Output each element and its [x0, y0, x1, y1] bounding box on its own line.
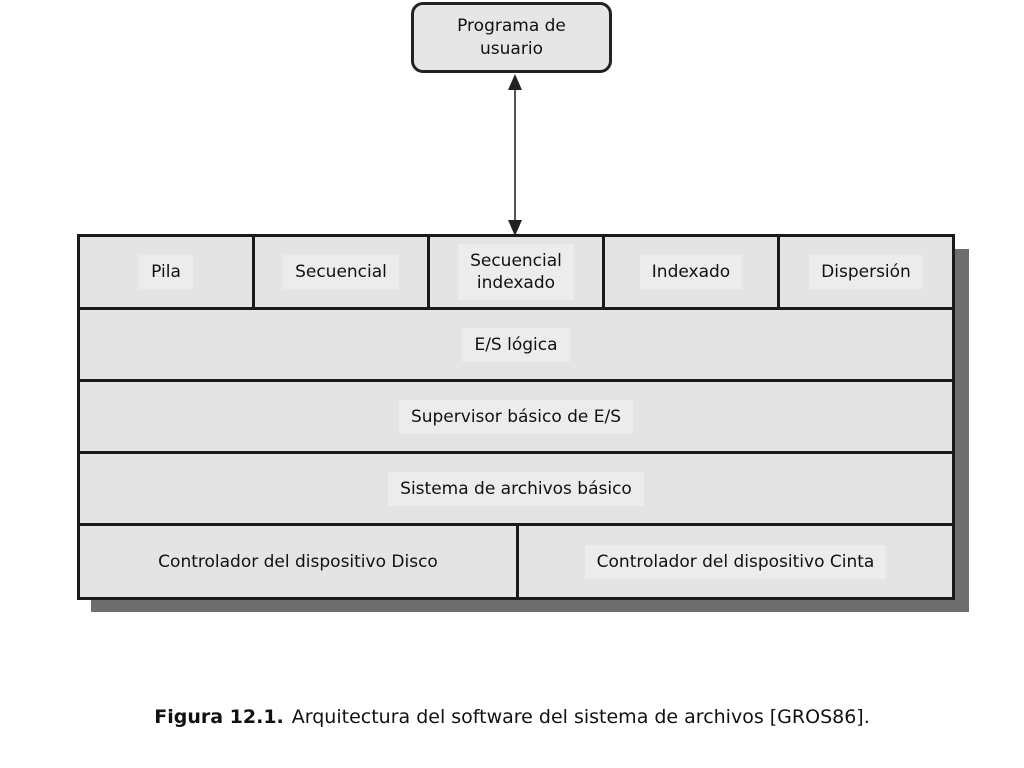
method-sequential: Secuencial [255, 237, 427, 307]
logical-io-label: E/S lógica [462, 327, 570, 362]
basic-file-system-label: Sistema de archivos básico [388, 471, 644, 506]
method-indexed-label: Indexado [639, 255, 743, 289]
user-program-label: Programa de usuario [457, 15, 566, 59]
basic-io-supervisor-layer: Supervisor básico de E/S [80, 382, 952, 451]
method-indexed-sequential: Secuencial indexado [430, 237, 602, 307]
method-sequential-label: Secuencial [283, 255, 399, 289]
disk-driver: Controlador del dispositivo Disco [80, 526, 516, 597]
method-pile-label: Pila [139, 255, 193, 289]
access-methods-row: Pila Secuencial Secuencial indexado Inde… [80, 237, 952, 307]
device-drivers-row: Controlador del dispositivo Disco Contro… [80, 526, 952, 597]
logical-io-layer: E/S lógica [80, 310, 952, 379]
arrow-head-up-icon [508, 74, 522, 90]
method-hashed: Dispersión [780, 237, 952, 307]
tape-driver-label: Controlador del dispositivo Cinta [584, 544, 887, 579]
method-indexed-sequential-label: Secuencial indexado [458, 244, 574, 300]
figure-number: Figura 12.1. [154, 706, 284, 728]
basic-file-system-layer: Sistema de archivos básico [80, 454, 952, 523]
user-program-node: Programa de usuario [411, 2, 612, 73]
tape-driver: Controlador del dispositivo Cinta [519, 526, 952, 597]
figure-caption: Figura 12.1. Arquitectura del software de… [0, 706, 1024, 728]
basic-file-system-row: Sistema de archivos básico [80, 454, 952, 523]
basic-io-supervisor-row: Supervisor básico de E/S [80, 382, 952, 451]
logical-io-row: E/S lógica [80, 310, 952, 379]
file-system-stack: Pila Secuencial Secuencial indexado Inde… [77, 234, 955, 600]
disk-driver-label: Controlador del dispositivo Disco [158, 551, 438, 572]
method-hashed-label: Dispersión [809, 255, 923, 289]
figure-caption-text: Arquitectura del software del sistema de… [291, 706, 870, 728]
method-indexed: Indexado [605, 237, 777, 307]
basic-io-supervisor-label: Supervisor básico de E/S [398, 399, 634, 434]
method-pile: Pila [80, 237, 252, 307]
